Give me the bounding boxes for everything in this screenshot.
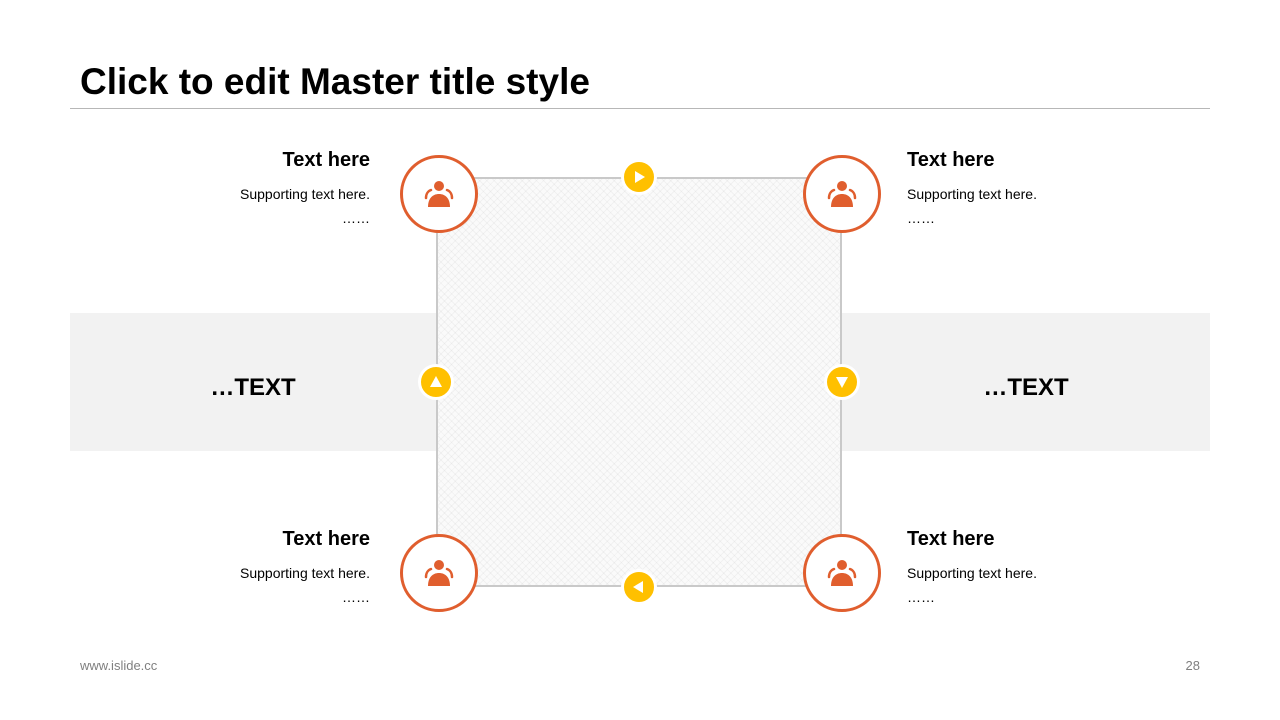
text-block-bottom-right: Text here Supporting text here. …… bbox=[907, 526, 1147, 606]
text-block-top-left: Text here Supporting text here. …… bbox=[130, 147, 370, 227]
block-heading: Text here bbox=[907, 149, 995, 171]
people-group-icon bbox=[827, 181, 857, 207]
arrow-left-button bbox=[621, 569, 657, 605]
footer-website: www.islide.cc bbox=[80, 658, 158, 673]
title-underline bbox=[70, 108, 1210, 109]
block-body: Supporting text here. bbox=[240, 565, 370, 581]
arrow-right-icon bbox=[635, 171, 645, 183]
block-ellipsis: …… bbox=[907, 210, 935, 226]
arrow-up-icon bbox=[430, 376, 442, 387]
arrow-down-icon bbox=[836, 377, 848, 388]
text-block-bottom-left: Text here Supporting text here. …… bbox=[130, 526, 370, 606]
block-ellipsis: …… bbox=[907, 589, 935, 605]
block-heading: Text here bbox=[282, 528, 370, 550]
band-label-left: …TEXT bbox=[210, 374, 296, 401]
band-label-right: …TEXT bbox=[983, 374, 1069, 401]
node-bottom-left bbox=[400, 534, 478, 612]
arrow-up-button bbox=[418, 364, 454, 400]
arrow-left-icon bbox=[633, 581, 643, 593]
block-ellipsis: …… bbox=[342, 210, 370, 226]
node-top-left bbox=[400, 155, 478, 233]
slide-title: Click to edit Master title style bbox=[80, 61, 590, 102]
people-group-icon bbox=[827, 560, 857, 586]
arrow-down-button bbox=[824, 364, 860, 400]
cycle-frame bbox=[436, 177, 842, 587]
people-group-icon bbox=[424, 560, 454, 586]
page-number: 28 bbox=[1185, 658, 1200, 673]
people-group-icon bbox=[424, 181, 454, 207]
text-block-top-right: Text here Supporting text here. …… bbox=[907, 147, 1147, 227]
node-bottom-right bbox=[803, 534, 881, 612]
block-body: Supporting text here. bbox=[907, 565, 1037, 581]
block-body: Supporting text here. bbox=[240, 186, 370, 202]
block-ellipsis: …… bbox=[342, 589, 370, 605]
block-heading: Text here bbox=[282, 149, 370, 171]
node-top-right bbox=[803, 155, 881, 233]
arrow-right-button bbox=[621, 159, 657, 195]
block-heading: Text here bbox=[907, 528, 995, 550]
block-body: Supporting text here. bbox=[907, 186, 1037, 202]
